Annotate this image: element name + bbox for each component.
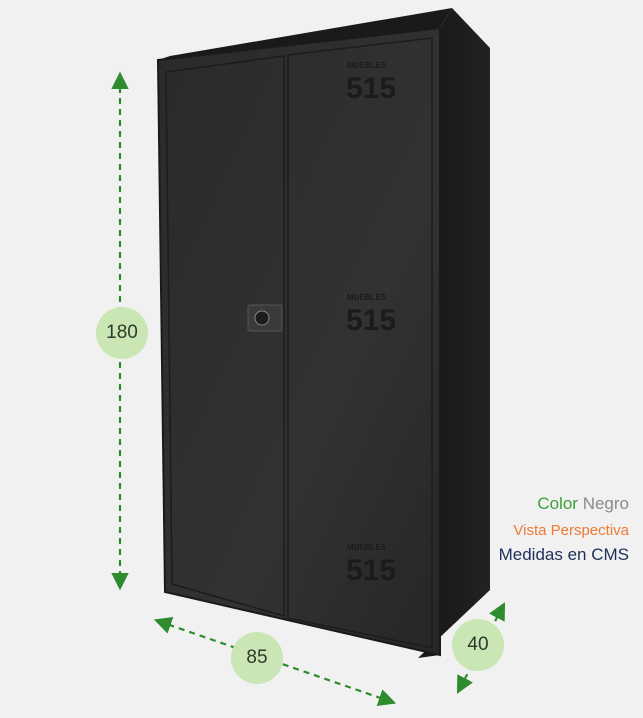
- lock-icon: [247, 304, 283, 332]
- cabinet-side: [418, 8, 490, 658]
- width-label: 85: [231, 632, 283, 684]
- door-right: [287, 37, 433, 649]
- watermark: MUEBLES 515 MUEBLES 515 MUEBLES 515: [346, 61, 396, 587]
- svg-text:515: 515: [346, 554, 396, 587]
- height-label: 180: [96, 307, 148, 359]
- svg-text:MUEBLES: MUEBLES: [347, 543, 387, 552]
- door-left: [165, 55, 285, 617]
- svg-text:515: 515: [346, 304, 396, 337]
- legend-color: Color Negro: [537, 494, 629, 514]
- depth-label: 40: [452, 619, 504, 671]
- legend-units: Medidas en CMS: [498, 545, 629, 564]
- svg-text:515: 515: [346, 72, 396, 105]
- svg-text:MUEBLES: MUEBLES: [347, 293, 387, 302]
- cabinet-front: [156, 26, 441, 657]
- legend-view: Vista Perspectiva: [513, 522, 629, 539]
- color-value: Negro: [582, 494, 629, 513]
- color-label: Color: [537, 494, 578, 513]
- cabinet-top: [158, 8, 452, 60]
- svg-text:MUEBLES: MUEBLES: [347, 61, 387, 70]
